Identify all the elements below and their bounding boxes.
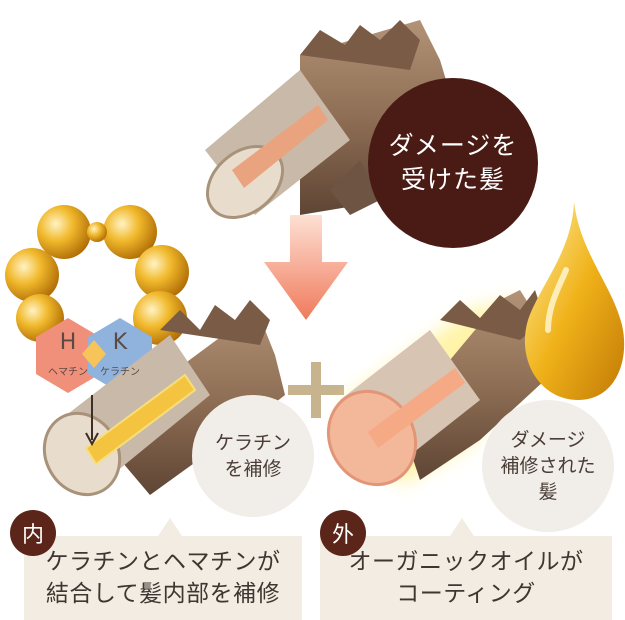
damaged-hair-label: ダメージを 受けた髪 xyxy=(368,78,538,248)
inner-caption-line2: 結合して髪内部を補修 xyxy=(45,581,281,607)
repaired-hair-line1: ダメージ xyxy=(510,429,586,451)
inner-tag-badge: 内 xyxy=(10,510,56,556)
oil-drop-highlight xyxy=(545,267,569,333)
hex-bond-shape xyxy=(82,340,106,368)
caption-pointer-left xyxy=(158,518,182,536)
repaired-hair-label: ダメージ 補修された 髪 xyxy=(482,400,614,532)
coated-hair-strand xyxy=(326,290,545,487)
inner-caption-line1: ケラチンとヘマチンが xyxy=(45,549,281,575)
molecule-chain-icon xyxy=(5,205,189,345)
repaired-hair-line3: 髪 xyxy=(538,481,558,503)
keratin-repair-line1: ケラチン xyxy=(214,432,291,454)
hex-h-label: H ヘマチン xyxy=(38,330,98,378)
hex-h-shape xyxy=(36,318,100,393)
caption-pointer-right xyxy=(450,518,474,536)
arrow-down-icon xyxy=(264,215,348,320)
outer-caption-line2: コーティング xyxy=(396,581,536,607)
plus-icon xyxy=(288,362,344,418)
inner-caption: ケラチンとヘマチンが 結合して髪内部を補修 xyxy=(24,536,302,620)
oil-drop-icon xyxy=(524,202,625,400)
hex-k-letter: K xyxy=(112,330,128,355)
repaired-hair-line2: 補修された xyxy=(500,455,596,477)
arrow-head-icon xyxy=(85,432,99,447)
hex-k-sub: ケラチン xyxy=(100,367,140,378)
damaged-hair-label-line2: 受けた髪 xyxy=(400,165,505,194)
outer-tag-badge: 外 xyxy=(320,510,366,556)
hex-k-label: K ケラチン xyxy=(90,330,150,378)
keratin-repair-label: ケラチン を補修 xyxy=(192,395,314,517)
damaged-hair-strand xyxy=(205,20,455,219)
hex-h-letter: H xyxy=(59,330,77,355)
hex-h-sub: ヘマチン xyxy=(48,367,88,378)
keratin-repair-line2: を補修 xyxy=(224,458,282,480)
keratin-hair-strand xyxy=(42,300,285,497)
outer-caption-line1: オーガニックオイルが xyxy=(348,549,584,575)
damaged-hair-label-line1: ダメージを xyxy=(388,131,518,160)
outer-caption: オーガニックオイルが コーティング xyxy=(320,536,612,620)
